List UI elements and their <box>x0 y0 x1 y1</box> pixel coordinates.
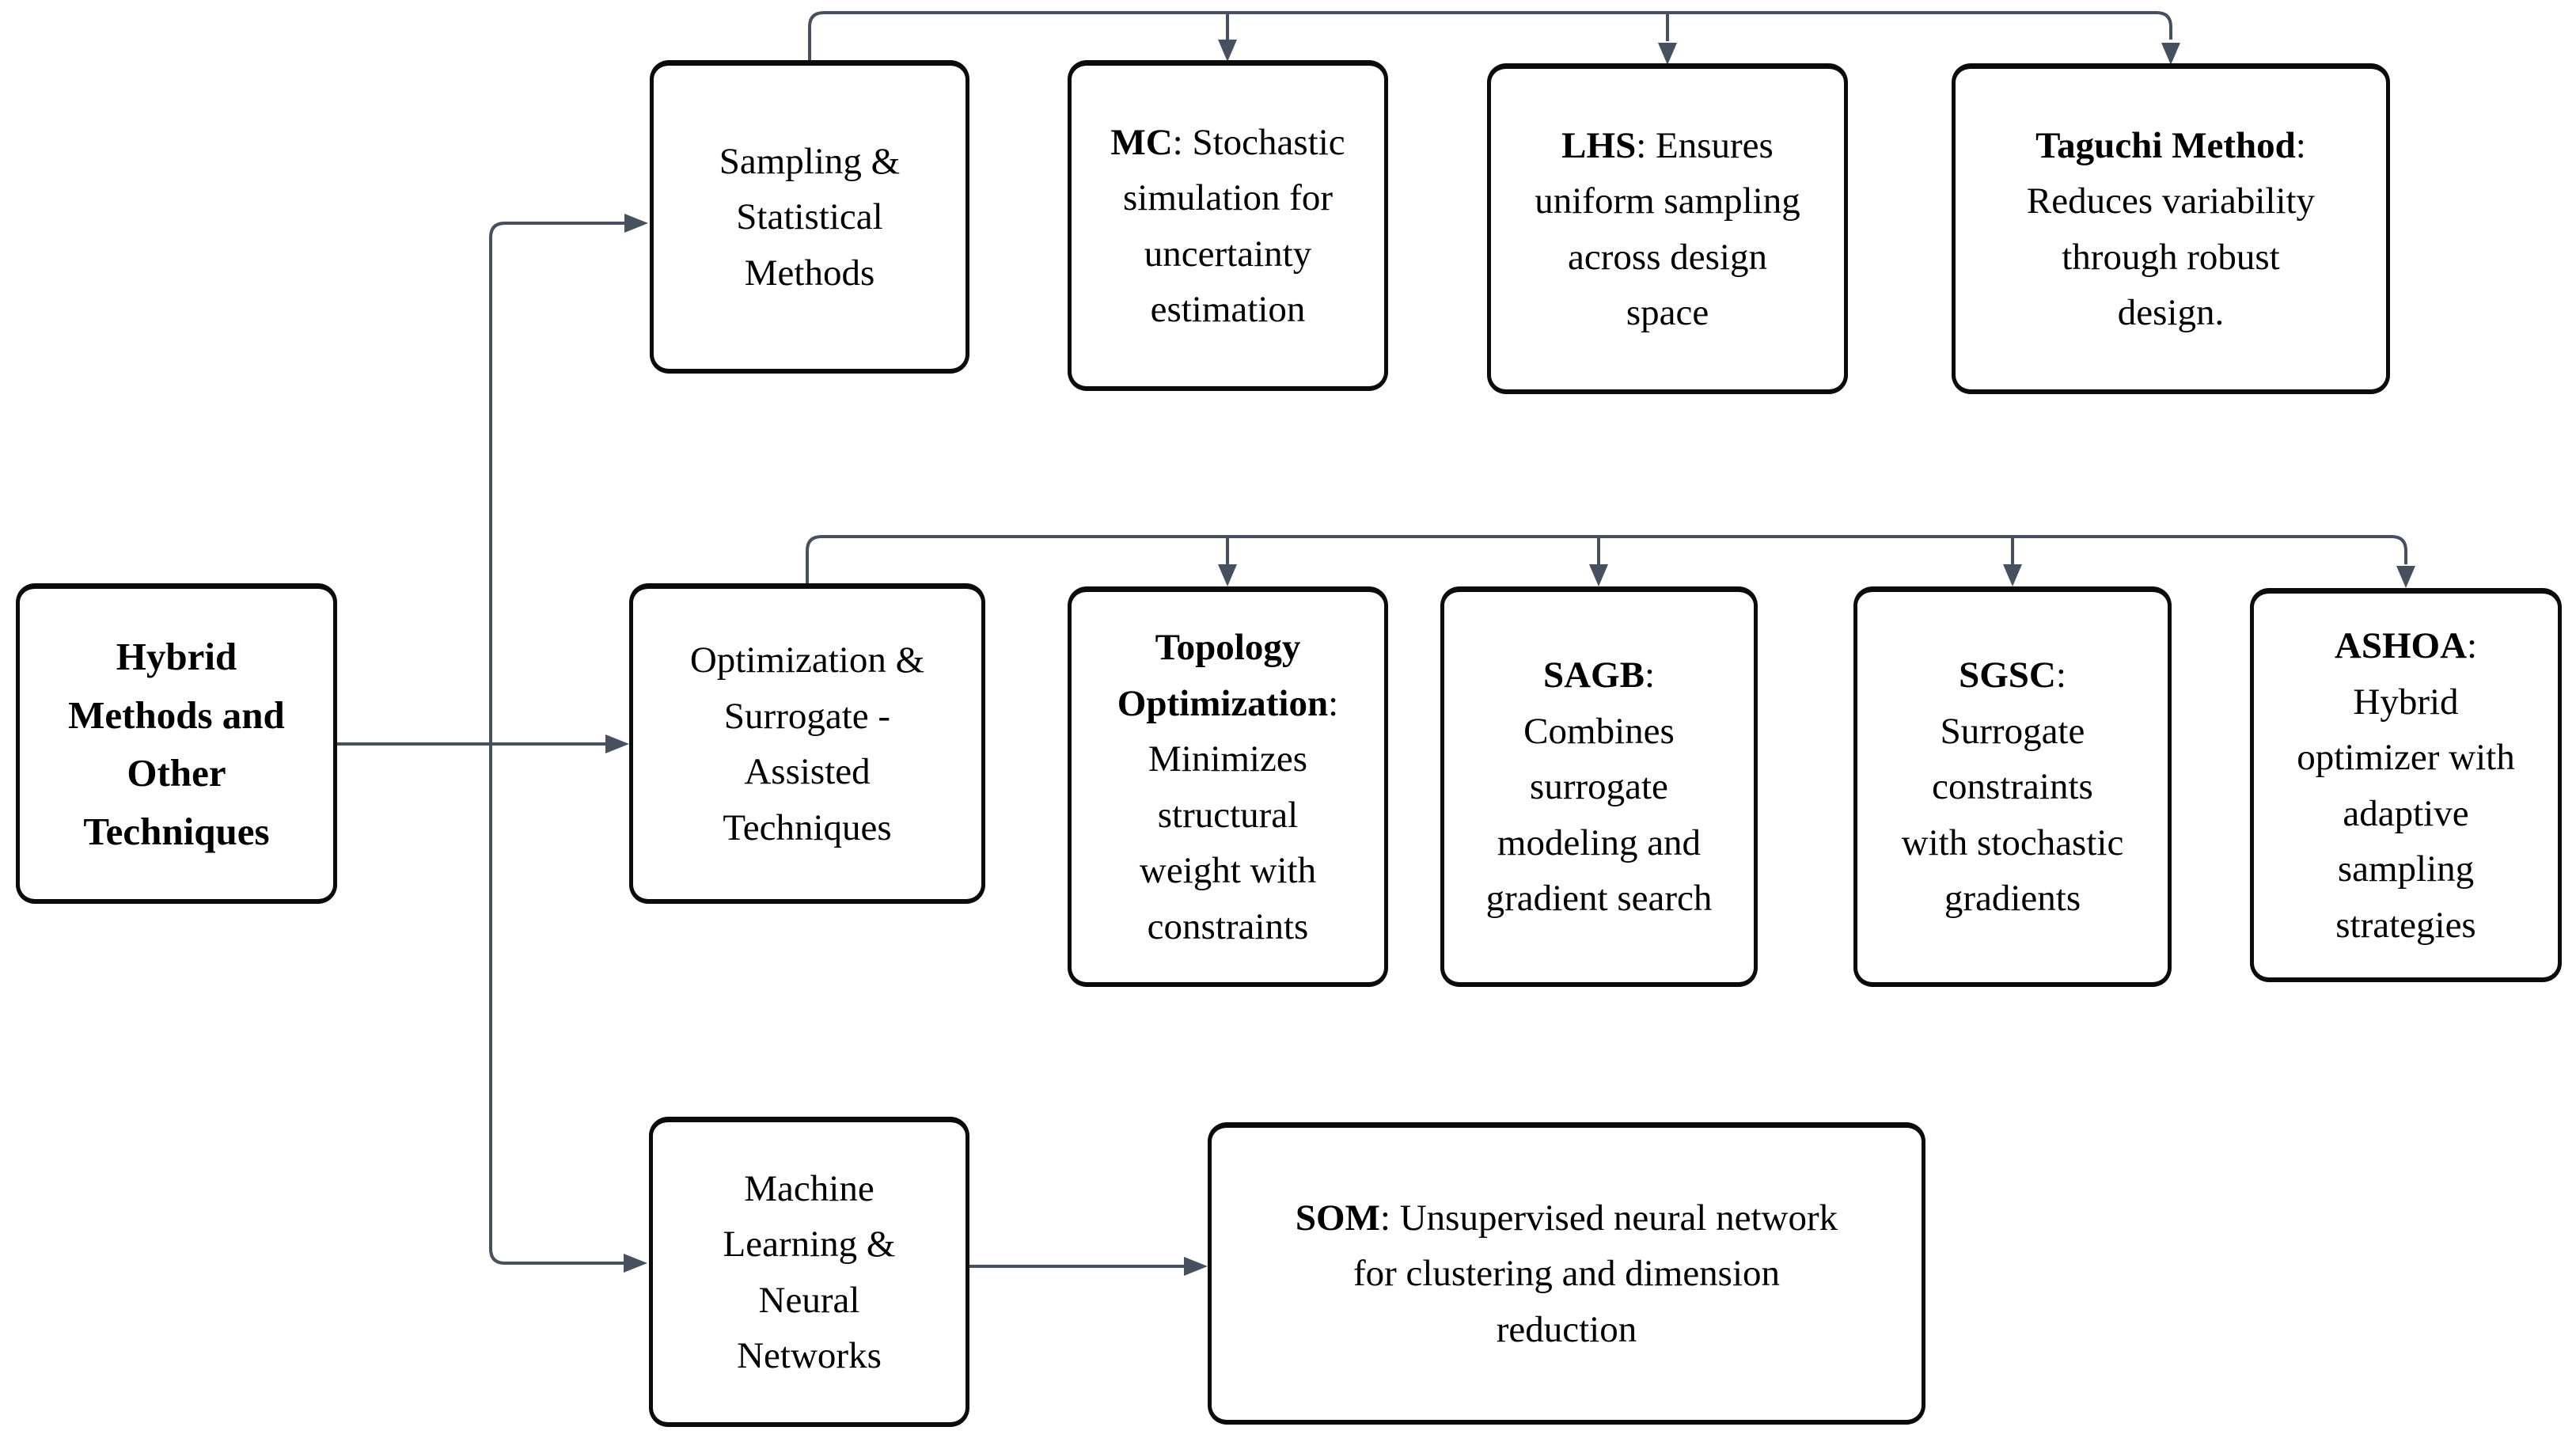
arrowhead-to-som <box>1184 1257 1208 1276</box>
node-machine-learning-label: Machine Learning & Neural Networks <box>723 1167 896 1377</box>
node-ashoa-term: ASHOA <box>2334 625 2468 666</box>
node-machine-learning: Machine Learning & Neural Networks <box>649 1117 969 1427</box>
node-ashoa: ASHOA: Hybrid optimizer with adaptive sa… <box>2250 588 2562 982</box>
trunk-up-line <box>489 222 624 744</box>
arrowhead-to-sampling <box>624 214 648 233</box>
node-taguchi-term: Taguchi Method <box>2035 124 2296 166</box>
node-ashoa-desc: : Hybrid optimizer with adaptive samplin… <box>2297 625 2515 946</box>
node-sagb: SAGB: Combines surrogate modeling and gr… <box>1440 586 1758 987</box>
node-sampling-statistical-label: Sampling & Statistical Methods <box>719 140 901 294</box>
node-sampling-statistical: Sampling & Statistical Methods <box>650 60 969 374</box>
node-sagb-term: SAGB <box>1542 655 1645 696</box>
node-hybrid-methods-label: Hybrid Methods and Other Techniques <box>68 635 285 853</box>
node-mc-desc: : Stochastic simulation for uncertainty … <box>1123 121 1345 331</box>
arrowhead-to-machine-learning <box>624 1254 647 1273</box>
node-lhs-desc: : Ensures uniform sampling across design… <box>1535 124 1800 334</box>
node-lhs: LHS: Ensures uniform sampling across des… <box>1487 63 1848 394</box>
arrowhead-to-taguchi <box>2161 43 2180 65</box>
node-optimization-surrogate-label: Optimization & Surrogate - Assisted Tech… <box>689 639 925 848</box>
trunk-down-line <box>489 744 624 1265</box>
node-mc: MC: Stochastic simulation for uncertaint… <box>1068 60 1388 391</box>
node-topology-optimization-desc: : Minimizes structural weight with const… <box>1139 682 1339 947</box>
node-sgsc-term: SGSC <box>1959 655 2056 696</box>
node-som-desc: : Unsupervised neural network for cluste… <box>1352 1197 1838 1350</box>
node-mc-label: MC: Stochastic simulation for uncertaint… <box>1101 108 1354 344</box>
node-som-term: SOM <box>1295 1197 1380 1239</box>
arrowhead-to-mc <box>1218 40 1237 62</box>
node-lhs-label: LHS: Ensures uniform sampling across des… <box>1525 112 1810 347</box>
node-taguchi-desc: : Reduces variability through robust des… <box>2026 124 2316 334</box>
row1-rail <box>808 11 2172 60</box>
node-sagb-label: SAGB: Combines surrogate modeling and gr… <box>1477 641 1722 933</box>
arrowhead-to-ashoa <box>2396 566 2415 588</box>
node-taguchi-label: Taguchi Method: Reduces variability thro… <box>2017 112 2324 347</box>
node-optimization-surrogate: Optimization & Surrogate - Assisted Tech… <box>629 583 985 904</box>
arrowhead-to-sagb <box>1589 564 1608 586</box>
node-sgsc-desc: : Surrogate constraints with stochastic … <box>1901 655 2124 920</box>
node-som: SOM: Unsupervised neural network for clu… <box>1208 1122 1925 1425</box>
node-topology-optimization-term: Topology Optimization <box>1117 627 1329 724</box>
node-topology-optimization-label: Topology Optimization: Minimizes structu… <box>1108 613 1348 961</box>
arrowhead-to-optimization <box>605 734 629 753</box>
node-sgsc-label: SGSC: Surrogate constraints with stochas… <box>1892 641 2134 933</box>
arrowhead-to-topology <box>1218 564 1237 586</box>
node-sgsc: SGSC: Surrogate constraints with stochas… <box>1853 586 2172 987</box>
row2-rail <box>806 535 2407 583</box>
node-ashoa-label: ASHOA: Hybrid optimizer with adaptive sa… <box>2287 612 2524 959</box>
node-sagb-desc: : Combines surrogate modeling and gradie… <box>1485 655 1713 920</box>
node-taguchi: Taguchi Method: Reduces variability thro… <box>1952 63 2390 394</box>
node-mc-term: MC <box>1110 121 1173 163</box>
node-som-label: SOM: Unsupervised neural network for clu… <box>1286 1184 1847 1364</box>
node-topology-optimization: Topology Optimization: Minimizes structu… <box>1068 586 1388 987</box>
arrowhead-to-lhs <box>1658 43 1677 65</box>
node-lhs-term: LHS <box>1561 124 1637 166</box>
node-hybrid-methods: Hybrid Methods and Other Techniques <box>16 583 337 904</box>
arrowhead-to-sgsc <box>2003 564 2022 586</box>
